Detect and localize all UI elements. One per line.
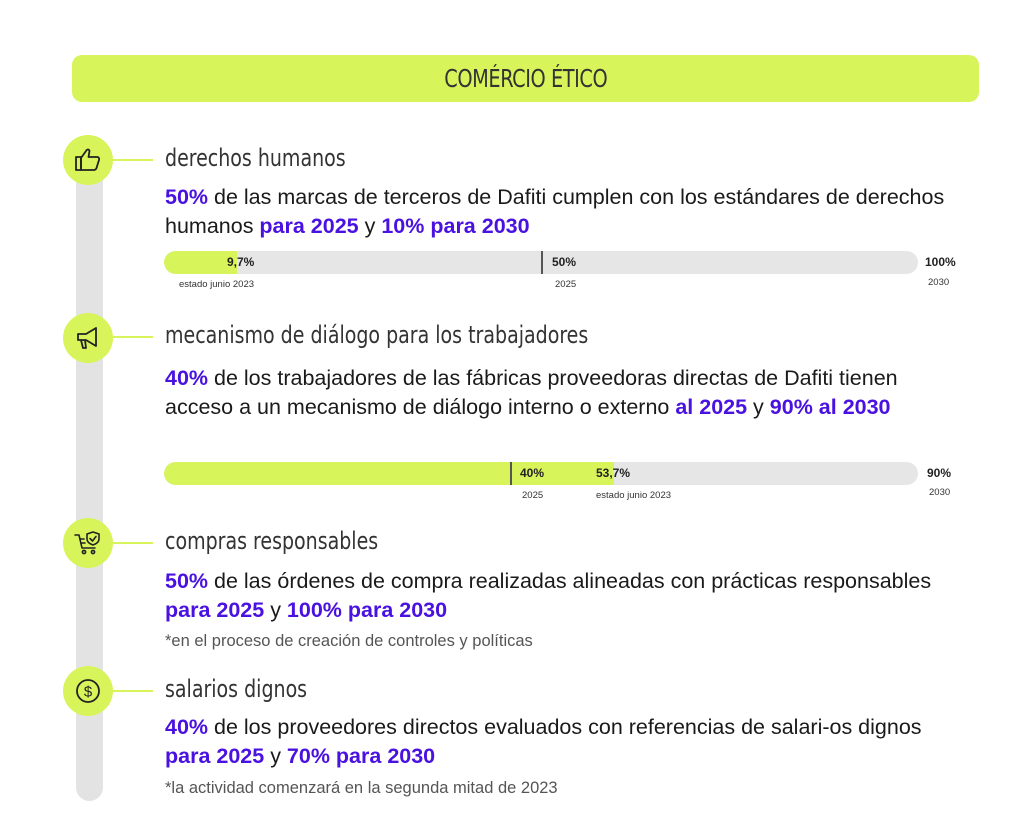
page-title: COMÉRCIO ÉTICO	[443, 64, 608, 93]
end-caption: 2030	[928, 277, 950, 288]
section-heading: mecanismo de diálogo para los trabajador…	[165, 321, 589, 349]
highlight-percent: 40%	[165, 366, 209, 390]
highlight-target: 100% para 2030	[286, 598, 448, 622]
section-description: 40% de los proveedores directos evaluado…	[165, 713, 925, 771]
description-text: de las marcas de terceros de Dafiti cump…	[165, 185, 945, 238]
section-description: 50% de las marcas de terceros de Dafiti …	[165, 183, 955, 241]
end-value-label: 90%	[927, 466, 952, 480]
target-marker	[541, 251, 543, 274]
description-text: de los trabajadores de las fábricas prov…	[165, 366, 898, 419]
target-marker	[510, 462, 512, 485]
connector-line	[113, 336, 153, 338]
highlight-percent: 50%	[165, 185, 209, 209]
progress-track	[164, 462, 918, 485]
section-heading: salarios dignos	[165, 675, 308, 703]
highlight-percent: 50%	[165, 569, 209, 593]
footnote: *la actividad comenzará en la segunda mi…	[165, 779, 558, 797]
dollar-coin-icon: $	[63, 666, 113, 716]
connector-line	[113, 690, 153, 692]
end-value-label: 100%	[925, 255, 956, 269]
description-text: y	[358, 214, 382, 238]
highlight-year: al 2025	[675, 395, 748, 419]
section-heading: compras responsables	[165, 527, 379, 555]
highlight-target: 70% para 2030	[286, 744, 436, 768]
description-text: y	[264, 744, 287, 768]
connector-line	[113, 159, 153, 161]
highlight-year: para 2025	[259, 214, 359, 238]
highlight-percent: 40%	[165, 715, 209, 739]
description-text: de las órdenes de compra realizadas alin…	[208, 569, 932, 593]
description-text: y	[264, 598, 287, 622]
svg-text:$: $	[84, 684, 93, 701]
current-value-label: 53,7%	[596, 466, 631, 480]
section-heading: derechos humanos	[165, 144, 346, 172]
target-value-label: 40%	[520, 466, 545, 480]
progress-fill	[164, 251, 238, 274]
current-caption: estado junio 2023	[179, 279, 255, 290]
shopping-cart-shield-icon	[63, 518, 113, 568]
description-text: y	[747, 395, 770, 419]
highlight-target: 10% para 2030	[381, 214, 530, 238]
target-value-label: 50%	[552, 255, 577, 269]
highlight-year: para 2025	[165, 598, 265, 622]
thumbs-up-icon	[63, 135, 113, 185]
end-caption: 2030	[929, 487, 951, 498]
section-description: 50% de las órdenes de compra realizadas …	[165, 567, 955, 625]
current-value-label: 9,7%	[227, 255, 255, 269]
connector-line	[113, 542, 153, 544]
megaphone-icon	[63, 313, 113, 363]
highlight-target: 90% al 2030	[769, 395, 891, 419]
section-description: 40% de los trabajadores de las fábricas …	[165, 364, 955, 422]
highlight-year: para 2025	[165, 744, 265, 768]
footnote: *en el proceso de creación de controles …	[165, 632, 533, 650]
title-banner: COMÉRCIO ÉTICO	[72, 55, 979, 102]
progress-fill	[164, 462, 615, 485]
target-caption: 2025	[522, 490, 544, 501]
current-caption: estado junio 2023	[596, 490, 672, 501]
description-text: de los proveedores directos evaluados co…	[208, 715, 922, 739]
target-caption: 2025	[555, 279, 577, 290]
